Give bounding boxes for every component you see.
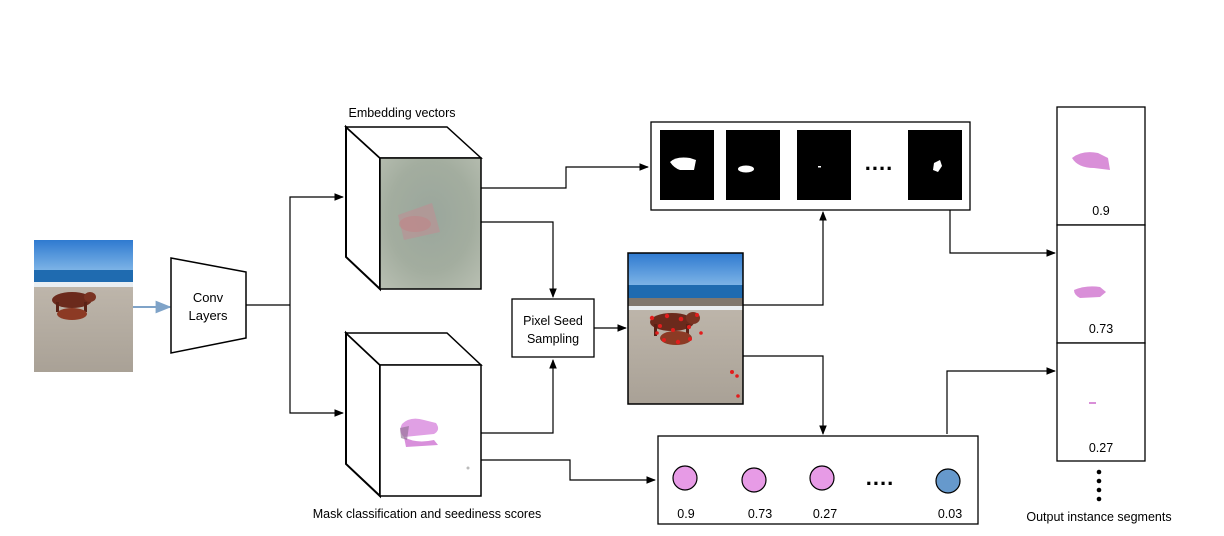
score-ellipsis: .... xyxy=(866,465,894,490)
score-value-1: 0.9 xyxy=(677,507,694,521)
score-value-3: 0.27 xyxy=(813,507,837,521)
score-value-2: 0.73 xyxy=(748,507,772,521)
output-segment-1 xyxy=(1072,152,1110,170)
output-segment-2 xyxy=(1074,286,1106,298)
mask-ellipsis: .... xyxy=(865,150,893,175)
conv-label-line2: Layers xyxy=(188,308,228,323)
output-arrows xyxy=(946,210,1056,434)
score-circle-3 xyxy=(809,465,835,491)
mask-3 xyxy=(797,130,851,200)
seeded-image-arrows xyxy=(743,211,827,435)
output-column xyxy=(1056,106,1146,462)
mask-2 xyxy=(726,130,780,200)
pixel-seed-label-line2: Sampling xyxy=(527,332,579,346)
pixel-seed-sampling-box xyxy=(511,298,595,358)
output-score-3: 0.27 xyxy=(1089,441,1113,455)
mask-classification-label: Mask classification and seediness scores xyxy=(313,507,542,521)
score-circles xyxy=(672,465,961,494)
pixel-seed-label-line1: Pixel Seed xyxy=(523,314,583,328)
score-circle-1 xyxy=(672,465,698,491)
output-segment-3 xyxy=(1089,402,1096,404)
vertical-ellipsis xyxy=(1096,469,1102,502)
embedding-label: Embedding vectors xyxy=(348,106,455,120)
score-value-4: 0.03 xyxy=(938,507,962,521)
output-segments-label: Output instance segments xyxy=(1026,510,1171,524)
conv-label-line1: Conv xyxy=(193,290,224,305)
input-image xyxy=(34,240,133,372)
conv-layers-block xyxy=(170,257,247,354)
output-score-2: 0.73 xyxy=(1089,322,1113,336)
mask-cube xyxy=(344,330,483,499)
embedding-arrows xyxy=(481,163,649,298)
seeded-image xyxy=(627,252,744,405)
conv-split-arrows xyxy=(246,193,344,417)
score-circle-4 xyxy=(935,468,961,494)
output-score-1: 0.9 xyxy=(1092,204,1109,218)
masks-strip xyxy=(650,121,971,211)
embedding-cube xyxy=(344,124,483,292)
score-circle-2 xyxy=(741,467,767,493)
mask-arrows xyxy=(481,359,656,484)
